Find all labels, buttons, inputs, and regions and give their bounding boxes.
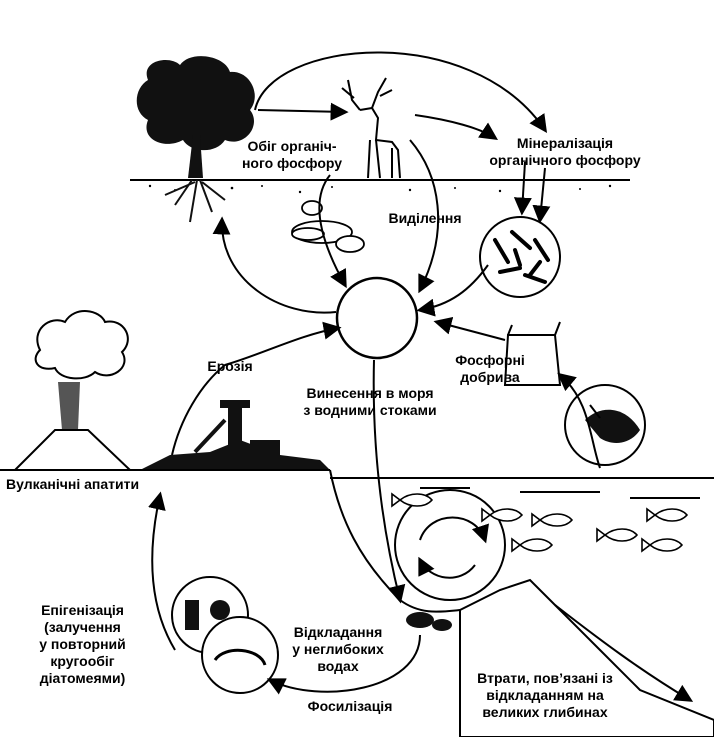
label-shallow: Відкладання у неглибоких водах [292, 624, 384, 674]
sea-surface [330, 477, 714, 499]
bird-icon [564, 384, 646, 466]
label-erosion: Ерозія [207, 358, 253, 374]
coast-line [0, 469, 461, 613]
label-excretion: Виділення [388, 210, 462, 226]
sediment-icon [406, 612, 452, 631]
fish-icon [391, 492, 689, 553]
label-fertilizers: Фосфорні добрива [455, 352, 525, 385]
volcano-icon [12, 310, 133, 471]
ocean-cycle-swirl [394, 489, 506, 601]
phosphate-pool-icon [335, 276, 419, 360]
label-mineralization: Мінералізація органічного фосфору [489, 135, 641, 168]
label-organic-cycle: Обіг органіч- ного фосфору [241, 138, 343, 171]
cycle-arrows [171, 51, 551, 604]
diatom-icon [171, 576, 279, 694]
label-volcanic: Вулканічні апатити [6, 476, 140, 492]
mine-icon [140, 400, 330, 470]
deer-icon [341, 77, 401, 179]
label-fossilization: Фосилізація [307, 698, 393, 714]
bird-arrow [557, 372, 601, 469]
bacteria-icon [479, 216, 561, 298]
label-deep-loss: Втрати, пов’язані із відкладанням на вел… [477, 670, 613, 720]
label-runoff: Винесення в моря з водними стоками [303, 385, 437, 418]
deep-loss-arrow [554, 604, 694, 702]
tree-icon [136, 56, 255, 223]
droppings-icon [291, 200, 365, 253]
bottom-arrows [148, 491, 421, 695]
sea-floor [459, 578, 714, 737]
land-surface-line [130, 179, 630, 194]
label-epigenesis: Епігенізація (залучення у повторний круг… [39, 602, 126, 686]
